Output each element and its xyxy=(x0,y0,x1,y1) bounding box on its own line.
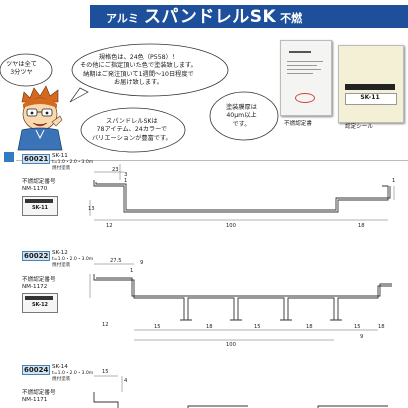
lineup-line-3: バリエーションが豊富です。 xyxy=(92,134,172,142)
profile-drawing-sk12: 27.5 9 1 12 15 18 15 18 15 18 9 100 xyxy=(89,258,392,347)
colors-line-2: その他にご指定頂いた色で塗装致します。 xyxy=(80,62,197,70)
dim-label: 1 xyxy=(130,268,133,274)
cert-sticker-code: SK-12 xyxy=(31,302,49,308)
mascot-character xyxy=(17,85,63,151)
cert-title: 不燃認定番号 xyxy=(22,179,56,185)
product-model: SK-12 xyxy=(52,250,68,256)
colors-line-4: お届け致します。 xyxy=(113,79,163,87)
cert-sticker: SK-11 xyxy=(22,196,58,216)
dim-label: 1 xyxy=(392,178,395,184)
dim-label: 18 xyxy=(358,223,365,229)
dim-label: 9 xyxy=(140,260,143,266)
title-prefix: アルミ xyxy=(106,12,139,25)
dim-label: 100 xyxy=(226,223,236,229)
dim-label: 27.5 xyxy=(110,258,122,264)
certificate-caption: 不燃認定書 xyxy=(284,121,312,127)
product-model: SK-14 xyxy=(52,364,68,370)
coating-bubble: 塗装膜厚は 40μm以上 です。 xyxy=(226,104,257,129)
title-main: スパンドレルSK xyxy=(143,7,277,27)
dim-label: 15 xyxy=(254,324,261,330)
profile-drawing-sk11: 23 3 1 12 100 18 1 13 xyxy=(88,164,395,229)
colors-line-3: 納期はご発注頂いて1週間～10日程度で xyxy=(83,70,194,78)
label-caption: 認定シール xyxy=(345,124,373,130)
colors-bubble: 規格色は、24色（P558）！ その他にご指定頂いた色で塗装致します。 納期はご… xyxy=(80,54,197,88)
profile-drawing-sk14: 15 4 xyxy=(93,369,388,408)
dim-label: 18 xyxy=(378,324,385,330)
dimension-lines xyxy=(94,375,123,392)
dim-label: 4 xyxy=(124,378,128,384)
section-rule xyxy=(16,160,408,161)
product-code: 60022 xyxy=(22,251,51,261)
dim-label: 3 xyxy=(124,172,127,178)
cert-title: 不燃認定番号 xyxy=(22,277,56,283)
coating-line-3: です。 xyxy=(232,120,251,128)
dim-label: 18 xyxy=(206,324,213,330)
header-band xyxy=(90,5,408,28)
cert-number: NM-1171 xyxy=(22,397,48,403)
coating-line-1: 塗装膜厚は xyxy=(226,104,257,111)
mascot-illustration xyxy=(0,43,279,153)
label-photo: SK-11 xyxy=(338,45,404,123)
product-spec: t=1.0・2.0・3.0m xyxy=(52,257,94,262)
product-spec: t=1.0・2.0・3.0m xyxy=(52,371,94,376)
lineup-line-1: スパンドレルSKは xyxy=(106,118,158,125)
dimension-lines xyxy=(89,263,378,341)
title-suffix: 不燃 xyxy=(280,12,303,25)
dim-label: 13 xyxy=(88,206,95,212)
product-finish: 焼付塗装 xyxy=(52,166,71,171)
colors-line-1: 規格色は、24色（P558）！ xyxy=(98,54,178,61)
dim-label: 1 xyxy=(124,178,127,184)
dim-label: 23 xyxy=(112,167,119,173)
gloss-line-1: ツヤは全て xyxy=(6,61,37,68)
dim-label: 9 xyxy=(360,334,363,340)
gloss-line-2: 3分ツヤ xyxy=(10,69,33,77)
dim-label: 12 xyxy=(102,322,109,328)
dim-label: 15 xyxy=(154,324,161,330)
product-spec: t=1.0・2.0・3.0m xyxy=(52,160,94,165)
cert-title: 不燃認定番号 xyxy=(22,390,56,396)
lineup-bubble: スパンドレルSKは 78アイテム、24カラーで バリエーションが豊富です。 xyxy=(92,118,172,143)
label-photo-code: SK-11 xyxy=(360,94,380,101)
section-marker xyxy=(4,152,14,162)
cert-sticker: SK-12 xyxy=(22,293,58,313)
product-finish: 焼付塗装 xyxy=(52,263,71,268)
lineup-line-2: 78アイテム、24カラーで xyxy=(96,126,168,134)
dim-label: 12 xyxy=(106,223,113,229)
product-model: SK-11 xyxy=(52,153,68,159)
certificate-photo xyxy=(280,40,332,116)
dimension-lines xyxy=(89,164,395,221)
dim-label: 100 xyxy=(226,342,236,347)
cert-number: NM-1170 xyxy=(22,186,48,192)
profile-outline xyxy=(93,180,391,213)
cert-number: NM-1172 xyxy=(22,284,48,290)
dim-label: 15 xyxy=(102,369,109,375)
profile-outline xyxy=(93,274,392,321)
cert-sticker-code: SK-11 xyxy=(31,205,49,211)
profile-outline xyxy=(93,392,388,408)
product-code: 60021 xyxy=(22,154,51,164)
product-finish: 焼付塗装 xyxy=(52,377,71,382)
gloss-bubble: ツヤは全て 3分ツヤ xyxy=(6,61,37,78)
product-code: 60024 xyxy=(22,365,51,375)
dim-label: 15 xyxy=(354,324,361,330)
coating-line-2: 40μm以上 xyxy=(226,112,257,120)
dim-label: 18 xyxy=(306,324,313,330)
